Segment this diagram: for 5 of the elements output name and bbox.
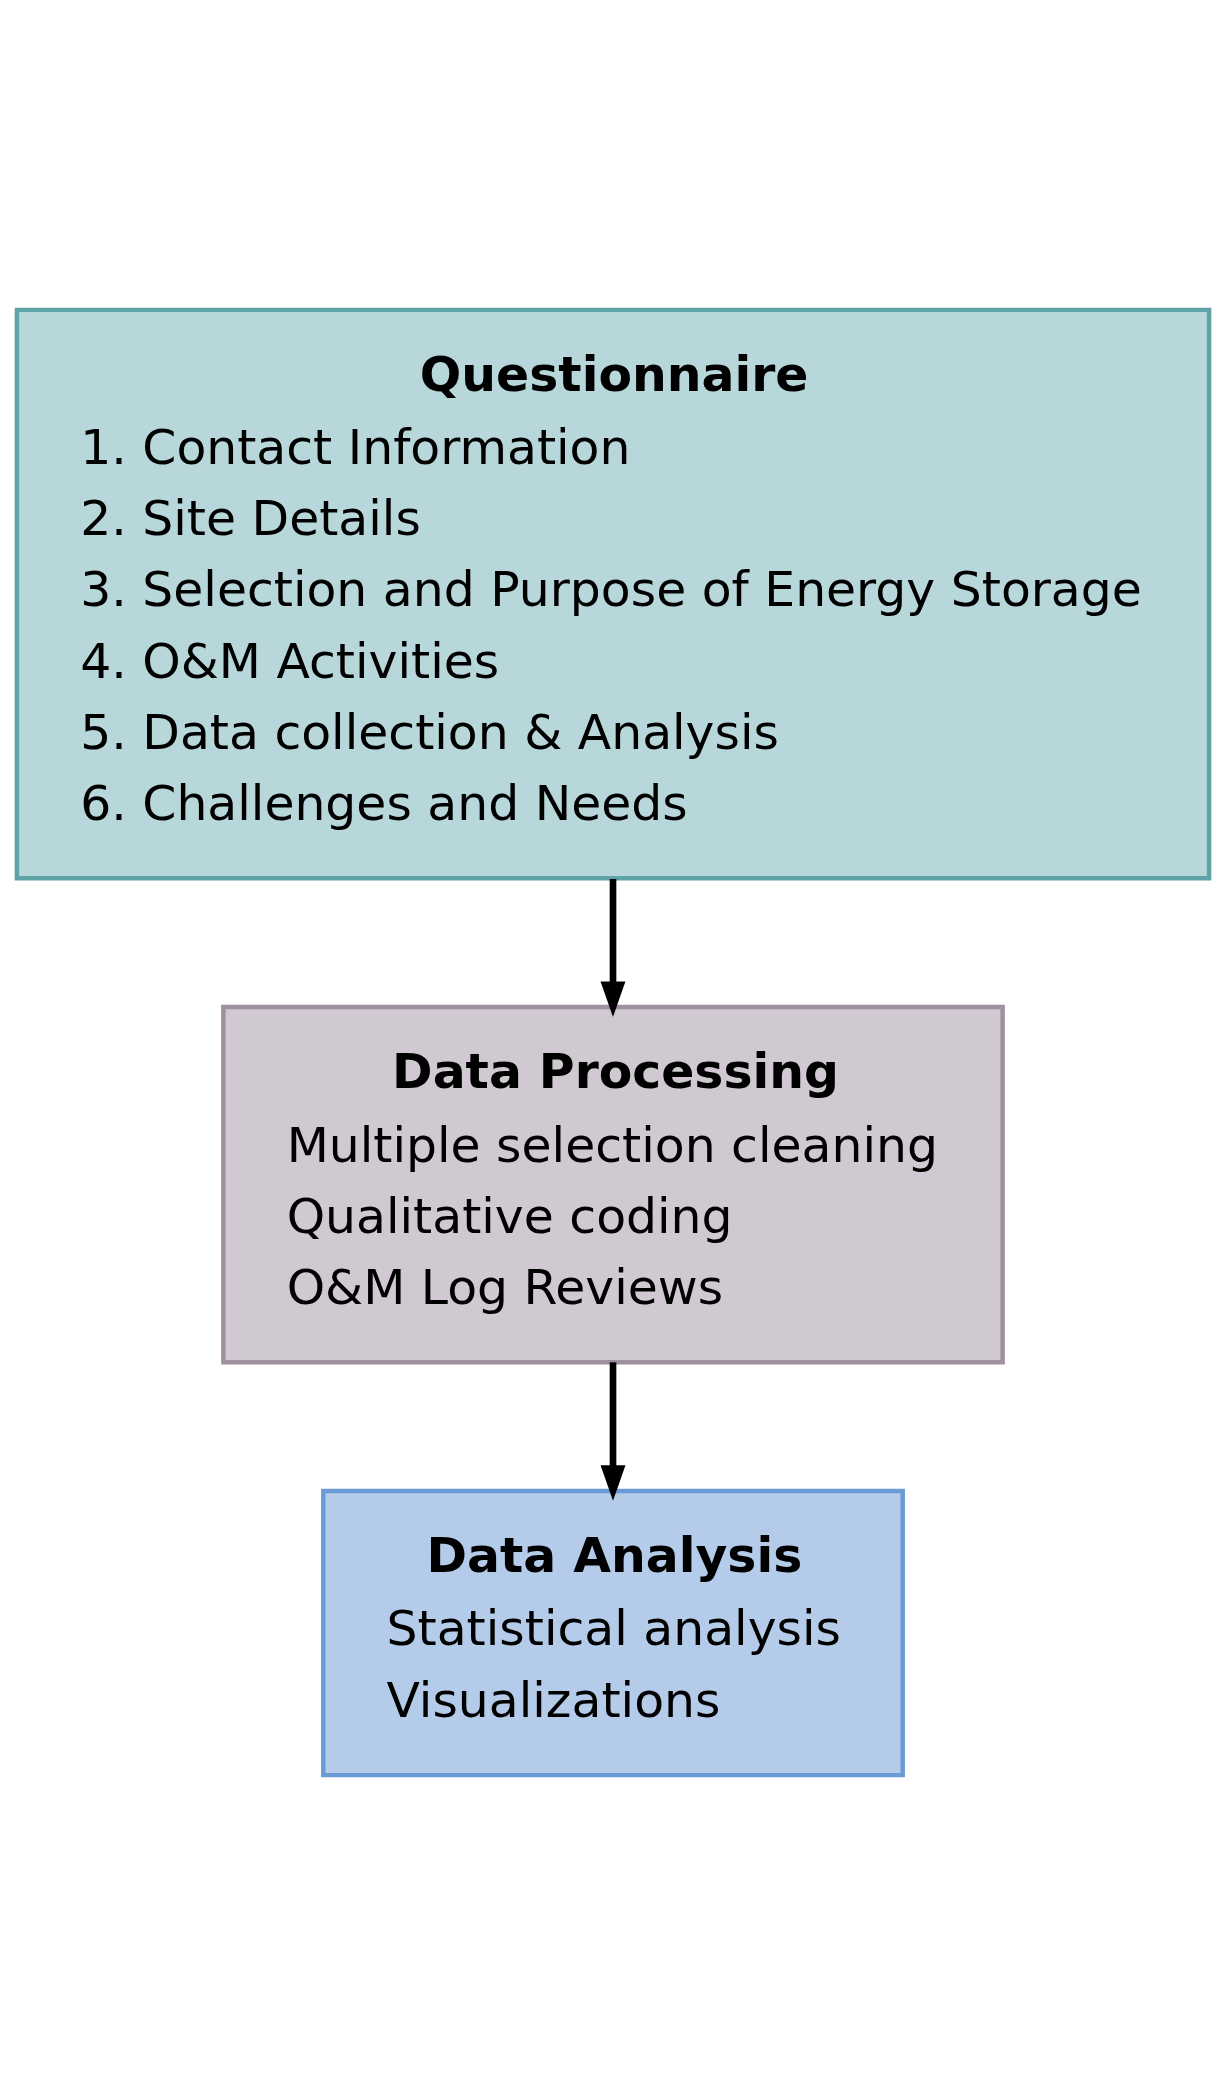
arrow — [600, 879, 626, 1017]
arrow — [600, 1362, 626, 1501]
node-box: Data Processing Multiple selection cleaning Qualitative coding O&M Log Reviews — [221, 1004, 1005, 1365]
node-box: Data Analysis Statistical analysis Visualizations — [321, 1488, 905, 1778]
node-box: Questionnaire 1. Contact Information 2. Site Details 3. Selection and Purpose of Energy Storage 4. O&M Activities 5. Data collection & Analysis 6. Challenges and Needs — [14, 307, 1212, 881]
